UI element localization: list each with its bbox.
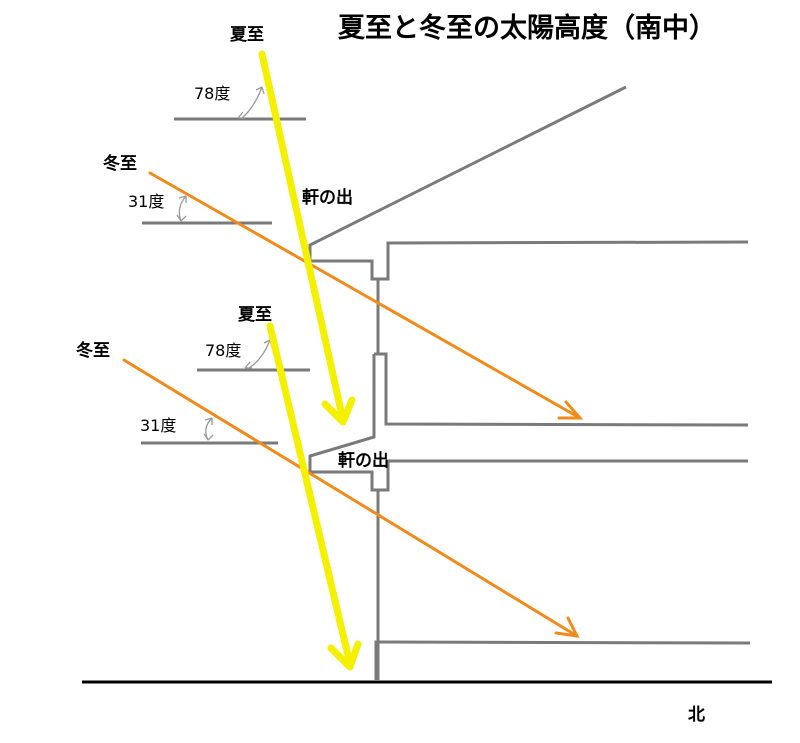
label-winter-bottom: 冬至 [76, 340, 110, 361]
reference-lines [141, 117, 310, 445]
label-summer-bottom: 夏至 [238, 305, 272, 325]
summer-rays [258, 50, 362, 671]
label-eaves-top: 軒の出 [302, 187, 353, 208]
angle-arc-31-bottom-head [204, 417, 213, 425]
winter-ray-top [148, 171, 582, 420]
angle-arcs [176, 86, 273, 441]
upper-roof-eaves [308, 85, 749, 281]
winter-ray-bottom-arrowhead [554, 616, 580, 638]
angle-arc-78-top-head [237, 111, 245, 119]
first-floor-line [374, 640, 751, 680]
label-78deg-bottom: 78度 [205, 341, 241, 360]
winter-ray-bottom [122, 358, 579, 638]
label-31deg-top: 31度 [128, 192, 164, 211]
building-section [308, 85, 751, 680]
label-north: 北 [688, 705, 705, 725]
summer-ray-top-arrowhead [321, 396, 356, 426]
label-78deg-top: 78度 [194, 84, 230, 103]
angle-arc-31-top-head [178, 195, 187, 203]
angle-arc-78-bottom-head [244, 361, 252, 369]
angle-arc-31-top-head2 [176, 214, 187, 222]
summer-ray-top [258, 50, 347, 424]
winter-rays [122, 171, 584, 638]
label-summer-top: 夏至 [230, 25, 264, 45]
label-31deg-bottom: 31度 [140, 416, 176, 435]
summer-ray-bottom-arrowhead [327, 640, 362, 671]
summer-ray-bottom [266, 322, 354, 668]
winter-ray-top-arrowhead [557, 400, 584, 420]
label-winter-top: 冬至 [103, 153, 137, 174]
second-floor-line [374, 352, 749, 427]
angle-arc-78-top [241, 86, 263, 119]
label-eaves-bottom: 軒の出 [338, 450, 389, 471]
angle-arc-31-bottom-head2 [203, 433, 214, 441]
angle-arc-78-bottom [248, 339, 271, 369]
lower-eaves [308, 354, 748, 492]
angle-arc-78-top-head2 [255, 86, 265, 95]
diagram-title: 夏至と冬至の太陽高度（南中） [338, 12, 716, 44]
